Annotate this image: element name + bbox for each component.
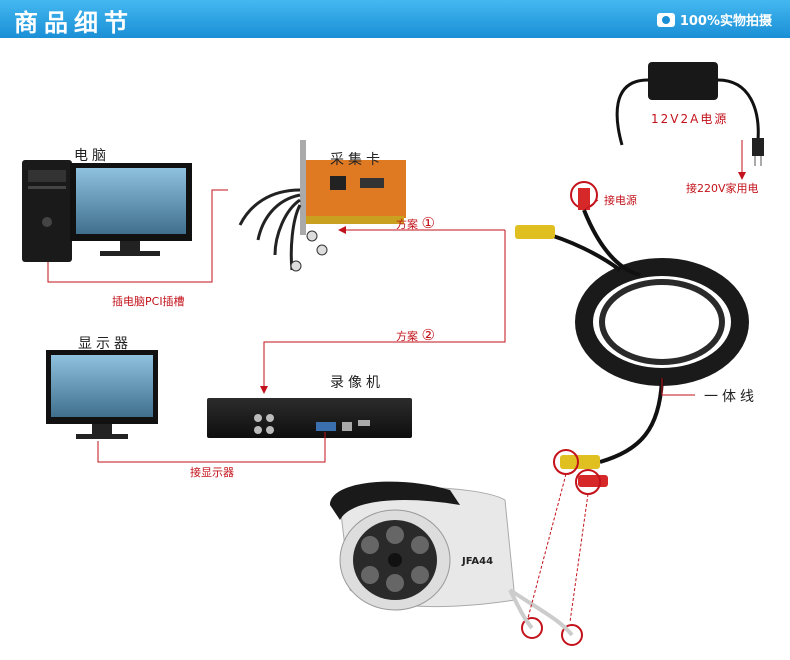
connection-diagram <box>22 62 764 646</box>
camera-icon <box>656 13 675 27</box>
power-adapter-label: 12V2A电源 <box>651 112 729 126</box>
camera-brand-logo: JFA44 <box>462 556 494 567</box>
header-bar: 商品细节 100%实物拍摄 <box>0 0 790 38</box>
monitor-label: 显示器 <box>78 336 132 352</box>
pci-slot-label: 插电脑PCI插槽 <box>112 295 185 308</box>
pc-tower <box>22 160 72 262</box>
monitor <box>46 350 158 439</box>
dvr-box <box>207 398 412 438</box>
option2-number: ② <box>421 326 435 344</box>
option2-text: 方案 <box>396 330 418 343</box>
power-adapter <box>615 62 764 166</box>
capture-card-label: 采集卡 <box>330 152 384 168</box>
option1-label: 方案 ① <box>396 214 435 232</box>
pc-monitor <box>70 163 192 256</box>
real-photo-text: 100%实物拍摄 <box>679 14 772 29</box>
page-title: 商品细节 <box>14 9 134 37</box>
option1-text: 方案 <box>396 218 418 231</box>
bullet-camera <box>330 481 583 646</box>
option1-number: ① <box>421 214 435 232</box>
option2-label: 方案 ② <box>396 326 435 344</box>
connect-220v-label: 接220V家用电 <box>686 182 759 195</box>
cable-label: 一体线 <box>704 389 758 405</box>
dvr-label: 录像机 <box>330 375 384 391</box>
cable-coil <box>515 209 749 495</box>
real-photo-badge: 100%实物拍摄 <box>656 10 772 29</box>
power-connector <box>570 181 598 210</box>
connect-monitor-label: 接显示器 <box>190 466 234 479</box>
connection-lines <box>47 140 746 623</box>
capture-card <box>238 140 406 272</box>
connect-power-label: 接电源 <box>604 194 637 207</box>
pc-label: 电脑 <box>74 148 110 164</box>
